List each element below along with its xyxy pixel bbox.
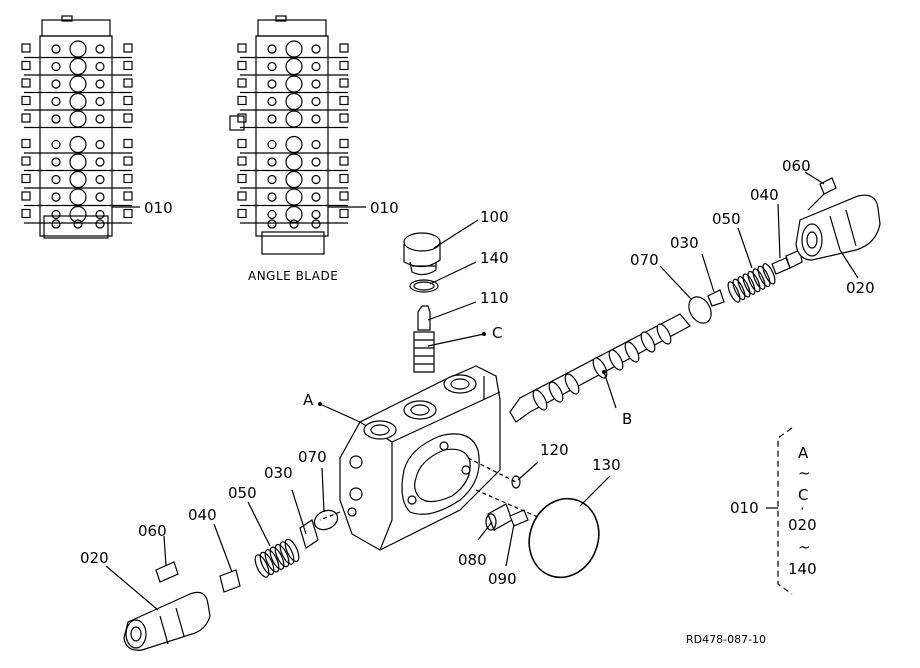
label-020-top: 020 <box>846 279 875 297</box>
o-ring-130 <box>528 497 600 579</box>
label-100: 100 <box>480 208 509 226</box>
label-060-top: 060 <box>782 157 811 175</box>
valve-stack-angle-blade <box>229 15 366 255</box>
label-120: 120 <box>540 441 569 459</box>
leader-lines <box>105 171 859 611</box>
label-070-top: 070 <box>630 251 659 269</box>
label-b: B <box>622 410 632 428</box>
spring-assembly-top <box>688 177 881 324</box>
legend-a: A <box>798 444 809 462</box>
label-080: 080 <box>458 551 487 569</box>
legend-020: 020 <box>788 516 817 534</box>
label-010-right: 010 <box>370 199 399 217</box>
legend-tilde-1: ~ <box>798 464 811 482</box>
label-010-left: 010 <box>144 199 173 217</box>
label-060-bottom: 060 <box>138 522 167 540</box>
reference-code: RD478-087-10 <box>686 633 766 646</box>
o-ring-070-bottom <box>313 509 339 531</box>
valve-body <box>339 365 501 551</box>
legend-c: C <box>798 486 808 504</box>
legend-bracket <box>766 427 793 595</box>
label-040-bottom: 040 <box>188 506 217 524</box>
label-130: 130 <box>592 456 621 474</box>
label-030-bottom: 030 <box>264 464 293 482</box>
label-140: 140 <box>480 249 509 267</box>
legend-tilde-2: ~ <box>798 538 811 556</box>
legend-140: 140 <box>788 560 817 578</box>
legend-dot: · <box>800 500 805 518</box>
spool-b <box>509 313 691 423</box>
label-040-top: 040 <box>750 186 779 204</box>
label-070-bottom: 070 <box>298 448 327 466</box>
label-a: A <box>303 391 314 409</box>
plug-100 <box>403 232 441 276</box>
o-ring-140 <box>409 279 439 293</box>
label-050-bottom: 050 <box>228 484 257 502</box>
label-030-top: 030 <box>670 234 699 252</box>
plug-080 <box>485 503 513 531</box>
label-110: 110 <box>480 289 509 307</box>
o-ring-120 <box>511 475 521 489</box>
poppet-110 <box>413 305 435 373</box>
label-090: 090 <box>488 570 517 588</box>
label-c: C <box>492 324 502 342</box>
o-ring-070-top <box>688 296 712 324</box>
label-020-bottom: 020 <box>80 549 109 567</box>
legend-010: 010 <box>730 499 759 517</box>
label-angle-blade: ANGLE BLADE <box>248 269 338 283</box>
valve-stack-left <box>21 15 140 239</box>
seal-090 <box>509 509 529 527</box>
label-050-top: 050 <box>712 210 741 228</box>
spring-assembly-bottom <box>123 509 339 651</box>
